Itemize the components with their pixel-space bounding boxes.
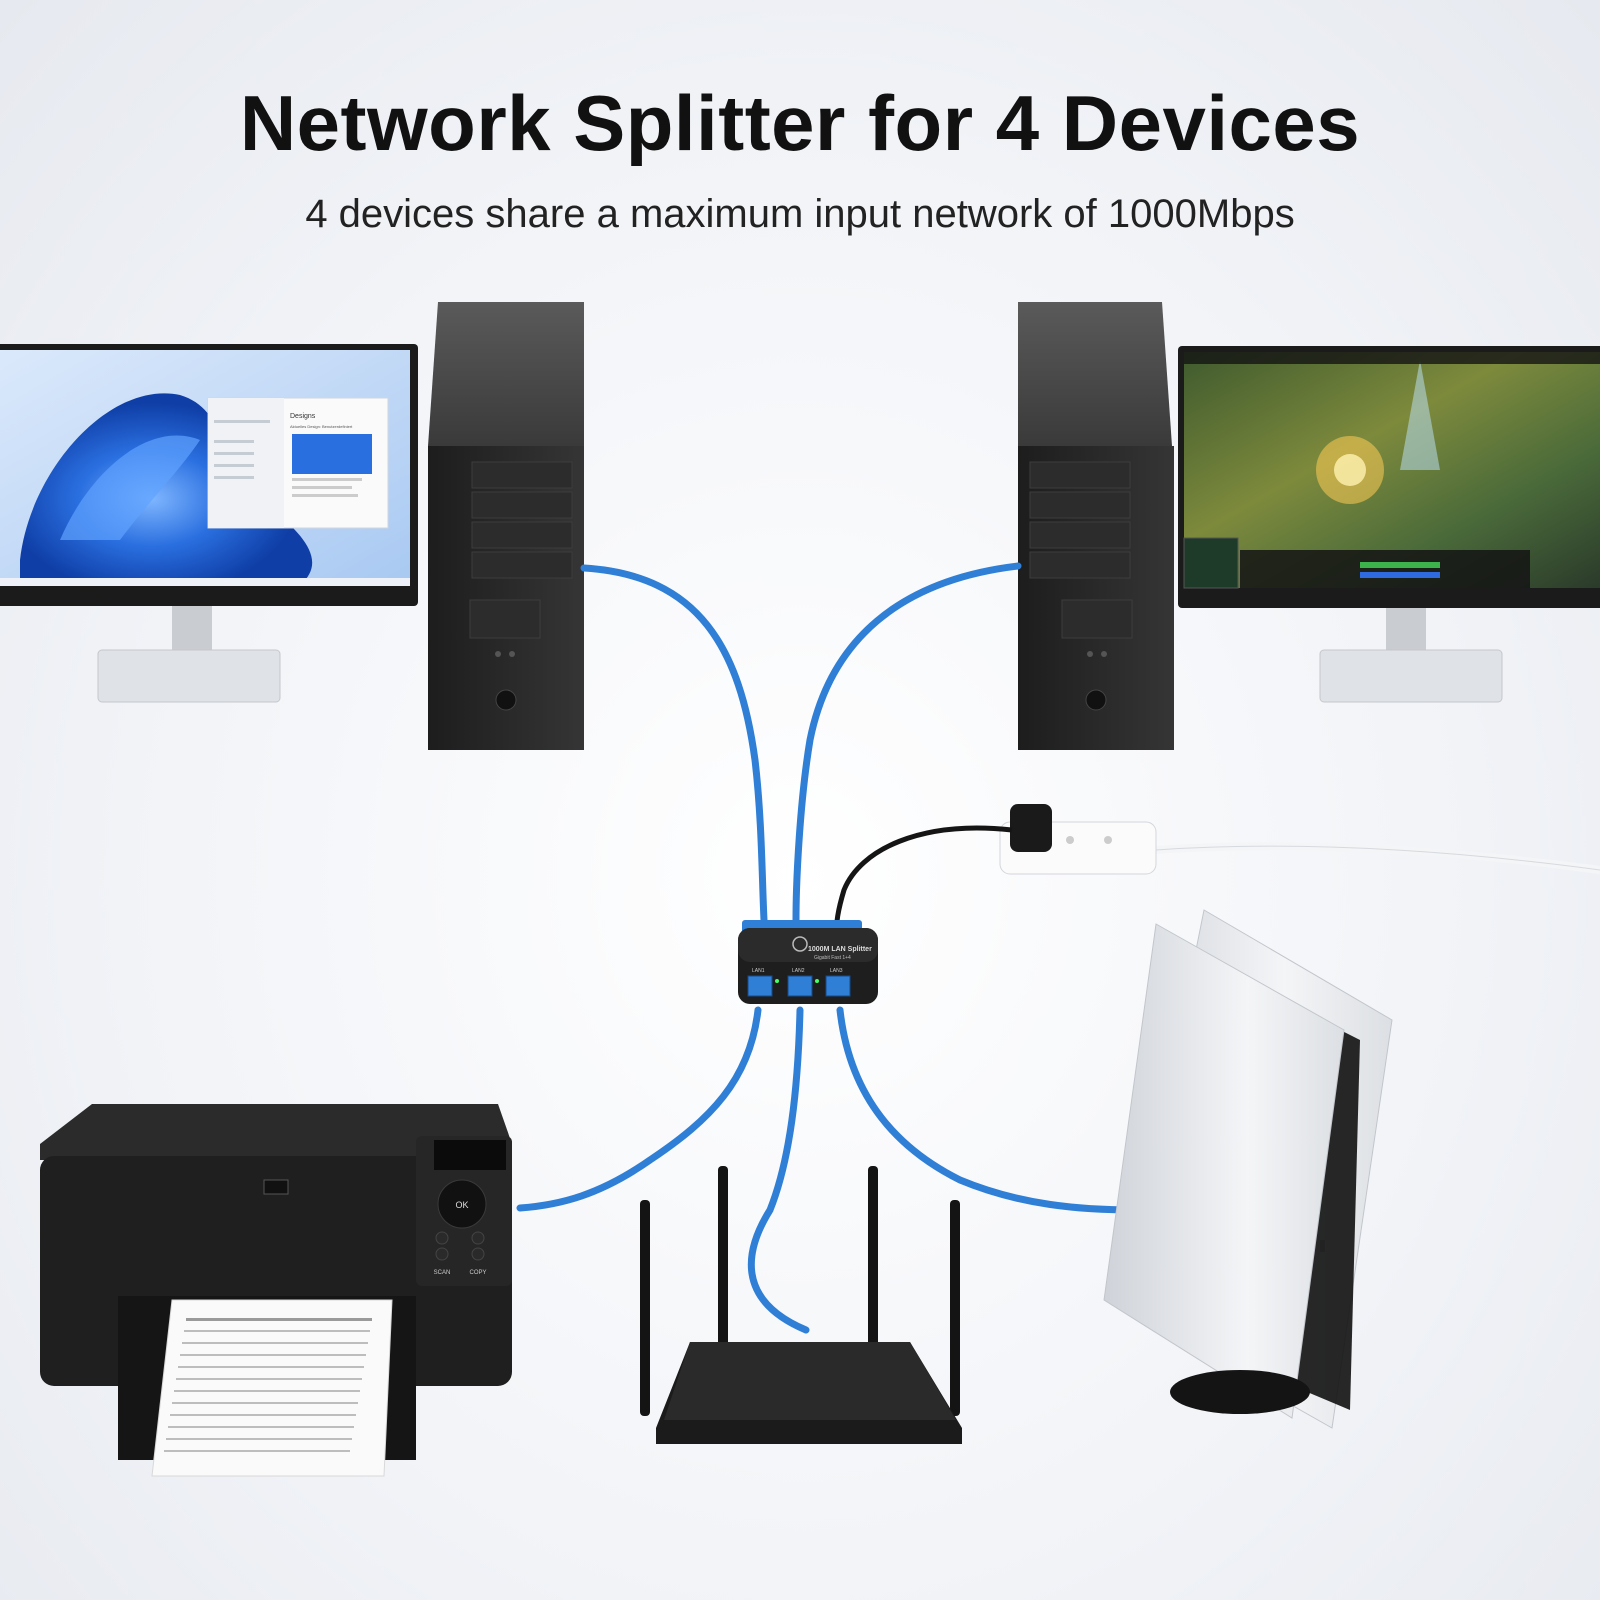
printed-page: [151, 1299, 393, 1477]
printer: OK SCAN COPY: [40, 1104, 512, 1477]
game-minimap: [1183, 537, 1239, 589]
right-tower-pc: [1018, 302, 1174, 750]
lan2-port: [787, 975, 813, 997]
left-tower-power-button: [495, 689, 517, 711]
left-tower-pc: [428, 302, 584, 750]
router-antenna-3: [868, 1166, 878, 1356]
cable-printer: [516, 1006, 762, 1212]
right-tower-power-button: [1085, 689, 1107, 711]
cable-console: [836, 1006, 1140, 1214]
printer-scan-label: SCAN: [434, 1270, 451, 1276]
router-antenna-4: [950, 1200, 960, 1416]
right-monitor: [1178, 346, 1600, 703]
power-strip-cable: [1155, 842, 1600, 874]
port-label-lan2: LAN2: [792, 968, 805, 974]
lan3-port: [825, 975, 851, 997]
settings-window-heading: Designs: [290, 413, 316, 420]
game-hud: [1240, 550, 1530, 588]
left-monitor-base: [97, 649, 281, 703]
printer-ok-label: OK: [455, 1200, 468, 1210]
cable-right-pc: [792, 562, 1022, 924]
splitter-logo-icon: [792, 936, 808, 952]
lan1-led: [775, 979, 779, 983]
left-tower-top: [428, 302, 584, 446]
game-console: [1103, 909, 1393, 1429]
splitter-sublabel: Gigabit Fast 1+4: [814, 955, 851, 961]
printer-status-light: [263, 1179, 289, 1195]
page-title: Network Splitter for 4 Devices: [239, 79, 1361, 167]
ethernet-cables: [516, 562, 1140, 1334]
lan-splitter: 1000M LAN Splitter Gigabit Fast 1+4 LAN1…: [738, 920, 878, 1004]
router-antenna-1: [640, 1200, 650, 1416]
printer-dpad: [437, 1179, 487, 1229]
left-monitor: Designs Aktuelles Design: Benutzerdefini…: [0, 344, 418, 703]
page-subtitle: 4 devices share a maximum input network …: [305, 192, 1295, 236]
printer-lid: [40, 1104, 512, 1160]
router: [640, 1166, 962, 1444]
cable-router: [747, 1006, 810, 1334]
lan2-led: [815, 979, 819, 983]
game-topbar: [1184, 352, 1600, 364]
console-usb-port: [1320, 1240, 1325, 1252]
console-stand: [1170, 1370, 1310, 1414]
windows-taskbar: [0, 578, 410, 586]
right-tower-top: [1018, 302, 1172, 446]
port-label-lan3: LAN3: [830, 968, 843, 974]
power-adapter: [1010, 804, 1052, 852]
right-monitor-screen: [1184, 352, 1600, 588]
cable-left-pc: [580, 564, 768, 924]
power-adapter-cable: [833, 825, 1013, 941]
right-monitor-base: [1319, 649, 1503, 703]
printer-copy-label: COPY: [469, 1270, 486, 1276]
power-strip: [999, 804, 1600, 875]
splitter-label: 1000M LAN Splitter: [808, 946, 872, 953]
router-antenna-2: [718, 1166, 728, 1356]
lan1-port: [747, 975, 773, 997]
settings-window-line: Aktuelles Design: Benutzerdefiniert: [290, 424, 353, 429]
printer-display: [434, 1140, 506, 1170]
port-label-lan1: LAN1: [752, 968, 765, 974]
